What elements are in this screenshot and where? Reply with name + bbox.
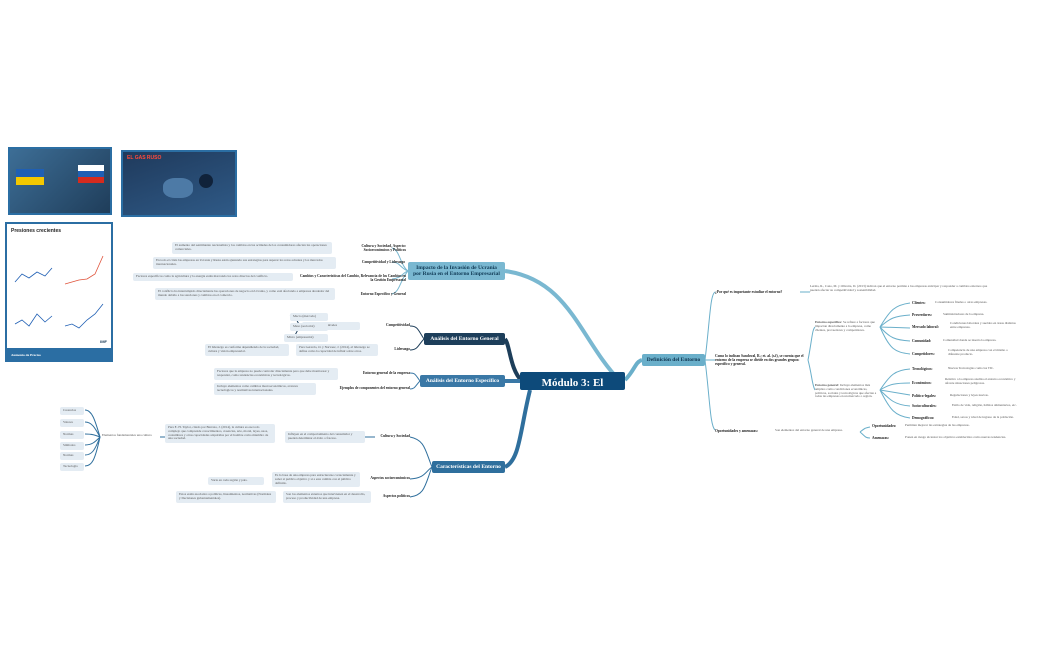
gen-item-label-3[interactable]: Socioculturales:	[912, 404, 937, 408]
esp-item-label-0[interactable]: Clientes:	[912, 301, 926, 305]
gen-item-label-1[interactable]: Económicos:	[912, 381, 932, 385]
price-chart-title: Presiones crecientes	[11, 228, 62, 234]
esp-item-label-1[interactable]: Proveedores:	[912, 313, 933, 317]
elemento-5: Tecnología	[60, 463, 84, 471]
nivel-micro: Micro (empresarial)	[284, 334, 328, 342]
liderazgo-text: Para Gerardo, O. y Narvaez, J. (2014), e…	[296, 344, 378, 356]
general-def-label: Entorno general:	[815, 383, 840, 387]
ukraine-text-2: Factores específicos como la agricultura…	[133, 273, 293, 281]
price-chart-caption: Aumento de Precios	[11, 353, 41, 357]
esp-item-text-4: Competencia de una empresa con el mismo …	[948, 348, 1008, 356]
gen-item-label-2[interactable]: Político-legales:	[912, 394, 937, 398]
competitividad-label[interactable]: Competitividad	[386, 323, 410, 327]
general-def-text: Incluye elementos más amplios como condi…	[815, 383, 877, 399]
politicos-label[interactable]: Aspectos políticos	[382, 494, 410, 498]
oport-item-label-0[interactable]: Oportunidades:	[872, 424, 897, 428]
esp-item-text-0: Consumidores finales o otras empresas.	[935, 300, 988, 304]
cultura-quote: Para E. H. Taylor, citado por Barraza, J…	[165, 424, 275, 444]
elemento-2: Normas	[60, 431, 84, 439]
politicos-text: Son los elementos externos que intervien…	[283, 491, 371, 503]
q1-label[interactable]: ¿Por qué es importante estudiar el entor…	[715, 290, 783, 294]
elemento-3: Símbolos	[60, 442, 84, 450]
especifico-text-1: Incluye elementos como cambios macroecon…	[214, 383, 316, 395]
socio-text: Es la base de una empresa para estructur…	[272, 472, 360, 488]
q1-text: Lerma, R., Cano, M. y Oliveira, D. (2013…	[810, 284, 988, 292]
ukraine-text-0: El aumento del sentimiento nacionalista …	[172, 242, 332, 254]
q2-label[interactable]: Como lo indican Sandoval, R.; et. al. (s…	[715, 354, 804, 367]
general-def[interactable]: Entorno general: Incluye elementos más a…	[815, 383, 880, 399]
specific-analysis-branch[interactable]: Análisis del Entorno Específico	[420, 375, 505, 387]
especifico-def-label: Entorno específico:	[815, 320, 843, 324]
oport-text: Son elementos del entorno general de una…	[775, 428, 843, 432]
elemento-4: Normas	[60, 452, 84, 460]
oport-item-text-0: Permiten mejorar las estrategias de las …	[905, 423, 970, 427]
elemento-0: Creencias	[60, 407, 84, 415]
imf-logo: IMF	[100, 339, 107, 344]
ukraine-label-2[interactable]: Cambios y Características del Cambio, Re…	[300, 274, 407, 283]
ukraine-text-3: El conflicto ha interrumpido directament…	[155, 288, 335, 300]
characteristics-branch[interactable]: Características del Entorno	[432, 461, 505, 473]
general-analysis-branch[interactable]: Análisis del Entorno General	[424, 333, 505, 345]
socio-label[interactable]: Aspectos socioeconómicos	[370, 476, 410, 480]
cultura-label[interactable]: Cultura y Sociedad	[380, 434, 410, 438]
nivel-macro: Macro (mercado)	[290, 313, 328, 321]
liderazgo-extra: El liderazgo es conforme dependiendo de …	[205, 344, 289, 356]
elemento-1: Valores	[60, 419, 84, 427]
especifico-label-1[interactable]: Ejemplos de componentes del entorno gene…	[339, 386, 410, 390]
esp-item-text-2: Condiciones laborales y sueldos en áreas…	[950, 321, 1016, 329]
especifico-text-0: Factores que la empresa no puede control…	[214, 368, 338, 380]
definition-branch[interactable]: Definición del Entorno	[642, 354, 705, 366]
nivel-meso: Meso (sectorial)	[290, 323, 328, 331]
ukraine-text-1: En todo el crisis las empresas en Ucrani…	[153, 257, 336, 269]
ukraine-label-0[interactable]: Cultura y Sociedad, Aspecto: Socioeconóm…	[361, 244, 406, 253]
price-pressure-chart-image: Presiones crecientes IMF Aumento de Prec…	[5, 222, 113, 362]
especifico-def[interactable]: Entorno específico: Se refiere a factore…	[815, 320, 880, 332]
central-topic[interactable]: Módulo 3: El Entorno	[520, 372, 625, 402]
esp-item-label-4[interactable]: Competidores:	[912, 352, 935, 356]
politicos-extra: Estos están asociados a políticas, linea…	[176, 491, 276, 503]
ukraine-russia-flags-image	[8, 147, 112, 215]
gen-item-label-4[interactable]: Demográficos:	[912, 416, 935, 420]
cultura-text: Influyen en el comportamiento del consum…	[285, 431, 365, 443]
oport-item-label-1[interactable]: Amenazas:	[872, 436, 889, 440]
esp-item-text-3: Comunidad donde se inserta la empresa.	[943, 338, 997, 342]
gen-item-text-1: Relativo a la empresa analiza el entorno…	[945, 377, 1016, 385]
gas-map-image: EL GAS RUSO	[121, 150, 237, 217]
gen-item-text-2: Regulaciones y leyes nuevas.	[950, 393, 989, 397]
oport-item-text-1: Ponen en riesgo alcanzar los objetivos e…	[905, 435, 1007, 439]
especifico-label-0[interactable]: Entorno general de la empresa	[362, 371, 410, 375]
esp-item-text-1: Suministradores de la empresa.	[943, 312, 985, 316]
ukraine-label-1[interactable]: Competitividad y Liderazgo	[361, 260, 405, 264]
gen-item-label-0[interactable]: Tecnológicos:	[912, 367, 933, 371]
liderazgo-label[interactable]: Liderazgo	[394, 347, 410, 351]
especifico-def-text: Se refiere a factores que impactan direc…	[815, 320, 875, 332]
oport-label[interactable]: Oportunidades y amenazas:	[715, 429, 758, 433]
ukraine-impact-branch[interactable]: Impacto de la Invasión de Ucrania por Ru…	[408, 262, 505, 280]
gen-item-text-3: Estilo de vida, religión, hábitos alimen…	[952, 403, 1017, 407]
gas-map-title: EL GAS RUSO	[127, 155, 162, 161]
esp-item-label-3[interactable]: Comunidad:	[912, 339, 932, 343]
ukraine-label-3[interactable]: Entorno Específico y General	[360, 292, 406, 296]
elementos-label[interactable]: Elementos fundamentales una cultura	[102, 433, 152, 437]
gen-item-text-4: Edad, sexos y nivel de ingreso de la pob…	[952, 415, 1014, 419]
esp-item-label-2[interactable]: Mercado laboral:	[912, 325, 939, 329]
gen-item-text-0: Nuevas Tecnologías como las TIC.	[948, 366, 995, 370]
socio-extra: Varía en cada región y país.	[208, 477, 264, 485]
